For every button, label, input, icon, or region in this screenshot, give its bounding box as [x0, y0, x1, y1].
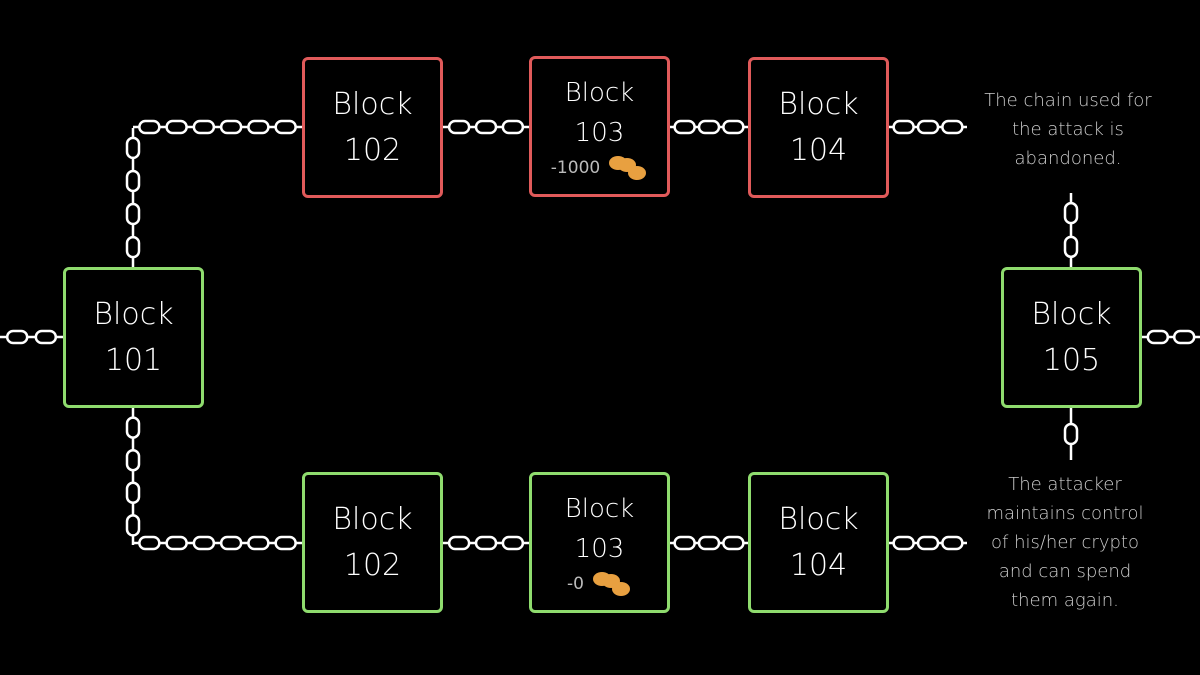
note-attacker-control: The attacker maintains control of his/he…	[986, 474, 1144, 611]
block-number: 105	[1042, 342, 1101, 378]
chain-link	[916, 535, 940, 551]
chain-link	[1063, 235, 1079, 259]
chain-link	[474, 119, 498, 135]
attack-block-103: Block 103 -1000	[529, 56, 670, 197]
chain-link	[247, 535, 270, 551]
amount-text: -0	[567, 573, 584, 594]
chain-link	[892, 535, 915, 551]
block-number: 103	[574, 117, 625, 148]
chain-link	[941, 535, 964, 551]
block-number: 102	[343, 132, 402, 168]
chain-link	[447, 119, 471, 135]
block-label: Block	[93, 296, 174, 332]
block-label: Block	[332, 86, 413, 122]
chain-link	[5, 329, 29, 345]
block-label: Block	[564, 77, 635, 108]
chain-link	[219, 119, 243, 135]
chain-link	[501, 535, 525, 551]
chain-link	[916, 119, 940, 135]
chain-link	[125, 136, 141, 160]
chain-link	[125, 202, 141, 226]
chain-link	[1146, 329, 1170, 345]
chain-link	[447, 535, 471, 551]
chain-link	[125, 235, 141, 259]
chain-link	[1172, 329, 1196, 345]
chain-link	[192, 119, 216, 135]
honest-block-103: Block 103 -0	[529, 472, 670, 613]
chain-link	[192, 535, 216, 551]
chain-link	[1063, 201, 1079, 225]
block-label: Block	[1031, 296, 1112, 332]
chain-link	[673, 535, 696, 551]
chain-link	[165, 535, 188, 551]
attack-block-104: Block 104	[748, 57, 889, 198]
note-abandoned-chain: The chain used for the attack is abandon…	[984, 90, 1152, 169]
chain-link	[274, 535, 297, 551]
honest-block-104: Block 104	[748, 472, 889, 613]
chain-link	[138, 119, 161, 135]
block-label: Block	[332, 501, 413, 537]
chain-link	[125, 169, 141, 193]
attack-block-102: Block 102	[302, 57, 443, 198]
coins-icon	[592, 571, 630, 596]
transaction-amount: -1000	[551, 155, 648, 181]
chain-link	[892, 119, 915, 135]
chain-link	[474, 535, 498, 551]
chain-link	[1063, 422, 1079, 446]
chain-link	[697, 119, 721, 135]
block-number: 104	[789, 547, 848, 583]
coins-icon	[609, 155, 647, 180]
chain-link	[722, 119, 745, 135]
transaction-amount: -0	[567, 571, 632, 597]
chain-link	[941, 119, 964, 135]
block-101: Block 101	[63, 267, 204, 408]
chain-link	[165, 119, 188, 135]
chain-link	[138, 535, 161, 551]
honest-block-102: Block 102	[302, 472, 443, 613]
block-label: Block	[778, 86, 859, 122]
chain-link	[125, 514, 141, 537]
chain-link	[125, 481, 141, 505]
chain-link	[501, 119, 525, 135]
chain-link	[219, 535, 243, 551]
chain-link	[34, 329, 58, 345]
chain-link	[125, 416, 141, 439]
chain-link	[722, 535, 745, 551]
block-label: Block	[564, 493, 635, 524]
block-number: 102	[343, 547, 402, 583]
block-label: Block	[778, 501, 859, 537]
chain-link	[125, 448, 141, 472]
block-number: 103	[574, 533, 625, 564]
chain-link	[673, 119, 696, 135]
block-number: 101	[104, 342, 163, 378]
chain-link	[274, 119, 297, 135]
chain-link	[697, 535, 721, 551]
chain-link	[247, 119, 270, 135]
amount-text: -1000	[550, 157, 601, 178]
block-number: 104	[789, 132, 848, 168]
block-105: Block 105	[1001, 267, 1142, 408]
